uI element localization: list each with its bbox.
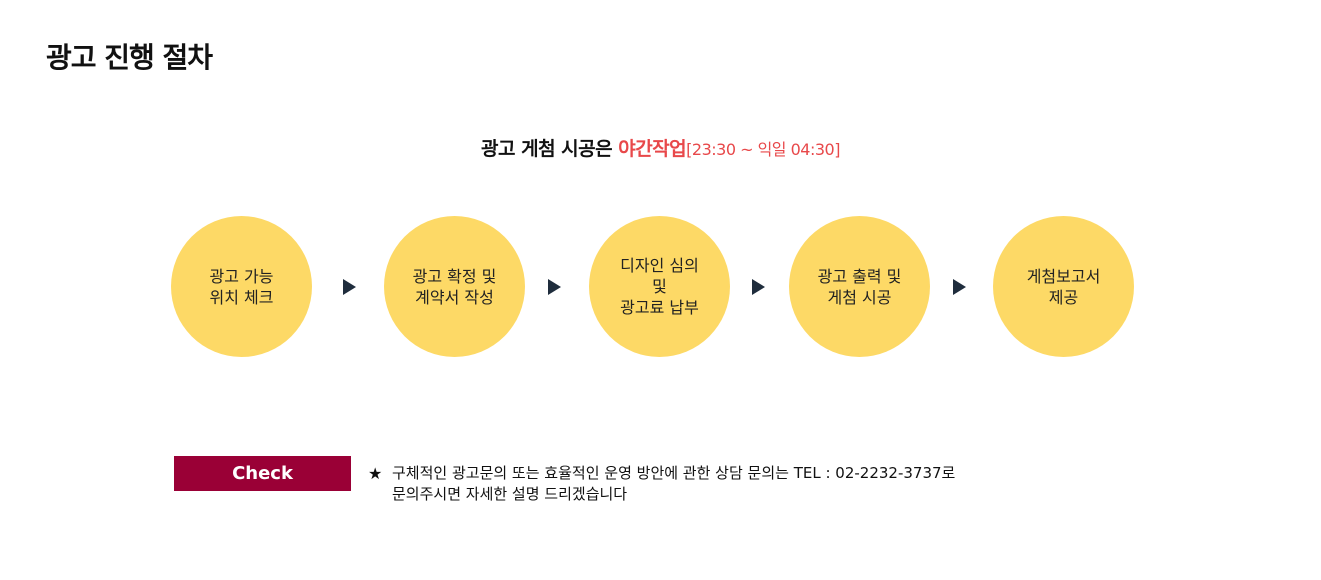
step-2-line-1: 광고 확정 및: [412, 266, 497, 286]
step-3-line-1: 디자인 심의: [620, 256, 699, 275]
step-2-line-2: 계약서 작성: [415, 287, 494, 307]
triangle-right-icon: [343, 279, 356, 295]
step-1-line-2: 위치 체크: [209, 287, 274, 307]
step-4-circle: 광고 출력 및 게첨 시공: [789, 216, 930, 357]
headline-time: [23:30 ~ 익일 04:30]: [686, 140, 840, 159]
contact-notice: ★ 구체적인 광고문의 또는 효율적인 운영 방안에 관한 상담 문의는 TEL…: [368, 463, 955, 505]
step-5-line-2: 제공: [1048, 287, 1079, 307]
step-3-circle: 디자인 심의 및 광고료 납부: [589, 216, 730, 357]
check-badge: Check: [174, 456, 351, 491]
headline-prefix: 광고 게첨 시공은: [481, 138, 619, 160]
triangle-right-icon: [953, 279, 966, 295]
step-5-circle: 게첨보고서 제공: [993, 216, 1134, 357]
notice-line-2: 문의주시면 자세한 설명 드리겠습니다: [392, 485, 628, 503]
step-1-line-1: 광고 가능: [209, 266, 274, 286]
process-steps: 광고 가능 위치 체크 광고 확정 및 계약서 작성 디자인 심의 및 광고료 …: [0, 216, 1321, 358]
step-4-line-1: 광고 출력 및: [817, 266, 902, 286]
triangle-right-icon: [548, 279, 561, 295]
headline-accent: 야간작업: [618, 138, 687, 160]
star-icon: ★: [368, 464, 383, 483]
step-2-circle: 광고 확정 및 계약서 작성: [384, 216, 525, 357]
triangle-right-icon: [752, 279, 765, 295]
step-5-line-1: 게첨보고서: [1026, 266, 1101, 286]
notice-line-1: 구체적인 광고문의 또는 효율적인 운영 방안에 관한 상담 문의는 TEL :…: [392, 464, 956, 482]
step-4-line-2: 게첨 시공: [827, 287, 892, 307]
page-title: 광고 진행 절차: [46, 41, 213, 74]
step-3-line-2: 및: [652, 277, 667, 296]
step-1-circle: 광고 가능 위치 체크: [171, 216, 312, 357]
headline: 광고 게첨 시공은 야간작업[23:30 ~ 익일 04:30]: [0, 134, 1321, 161]
step-3-line-3: 광고료 납부: [620, 298, 699, 317]
